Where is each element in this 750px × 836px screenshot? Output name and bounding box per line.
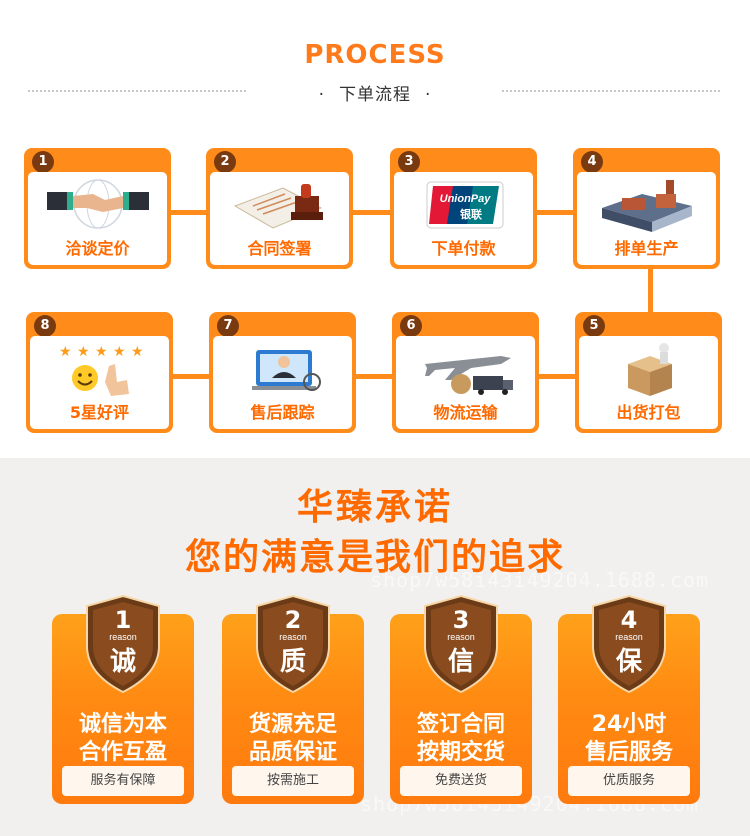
promise-card-3: 3 reason 信 签订合同 按期交货 免费送货	[390, 594, 532, 804]
svg-text:信: 信	[448, 647, 474, 677]
step-label: 出货打包	[616, 403, 681, 422]
svg-text:保: 保	[615, 647, 643, 677]
svg-text:★: ★	[59, 344, 72, 360]
svg-text:reason: reason	[279, 632, 307, 642]
card-line-2: 合作互盈	[78, 740, 167, 765]
divider-left	[28, 90, 246, 92]
shield-badge-icon: 1 reason 诚	[86, 594, 160, 694]
connector-4-5	[648, 268, 653, 314]
airplane-truck-icon	[424, 356, 513, 395]
factory-icon	[601, 180, 692, 232]
shield-badge-icon: 4 reason 保	[592, 594, 666, 694]
step-number: 2	[214, 151, 236, 173]
step-label: 合同签署	[247, 239, 312, 258]
card-footer: 优质服务	[568, 766, 690, 796]
step-number: 4	[581, 151, 603, 173]
promise-card-2: 2 reason 质 货源充足 品质保证 按需施工	[222, 594, 364, 804]
card-line-2: 售后服务	[584, 740, 673, 765]
connector-2-3	[352, 210, 392, 215]
svg-text:★: ★	[95, 344, 108, 360]
svg-text:质: 质	[280, 647, 306, 677]
svg-text:★: ★	[77, 344, 90, 360]
step-3: 3 UnionPay 银联 下单付款	[390, 148, 537, 269]
svg-text:★: ★	[131, 344, 144, 360]
step-label: 排单生产	[614, 239, 679, 258]
card-line-1: 24小时	[591, 712, 667, 737]
connector-7-8	[170, 374, 212, 379]
card-line-1: 货源充足	[248, 712, 337, 737]
promise-title: 华臻承诺	[296, 487, 453, 528]
svg-text:reason: reason	[447, 632, 475, 642]
svg-text:银联: 银联	[460, 207, 482, 221]
card-line-2: 按期交货	[416, 740, 505, 765]
step-4: 4 排单生产	[573, 148, 720, 269]
connector-1-2	[170, 210, 210, 215]
step-5: 5 出货打包	[575, 312, 722, 433]
card-footer: 免费送货	[400, 766, 522, 796]
svg-text:3: 3	[453, 606, 470, 634]
customer-service-icon	[251, 350, 321, 391]
step-label: 物流运输	[433, 403, 498, 422]
step-7: 7 售后跟踪	[209, 312, 356, 433]
svg-text:4: 4	[621, 606, 638, 634]
svg-text:reason: reason	[615, 632, 643, 642]
divider-right	[502, 90, 720, 92]
promise-card-4: 4 reason 保 24小时 售后服务 优质服务	[558, 594, 700, 804]
step-number: 5	[583, 315, 605, 337]
promise-subtitle: 您的满意是我们的追求	[184, 537, 565, 578]
svg-text:诚: 诚	[110, 647, 136, 677]
svg-text:reason: reason	[109, 632, 137, 642]
contract-stamp-icon	[233, 184, 323, 229]
connector-3-4	[537, 210, 577, 215]
unionpay-card-icon: UnionPay 银联	[426, 181, 503, 229]
card-footer: 按需施工	[232, 766, 354, 796]
handshake-icon	[46, 179, 149, 229]
five-star-rating-icon: ★ ★ ★ ★ ★	[59, 344, 144, 396]
step-number: 8	[34, 315, 56, 337]
step-8: 8 ★ ★ ★ ★ ★ 5星好评	[26, 312, 173, 433]
step-label: 洽谈定价	[65, 239, 130, 258]
package-icon	[627, 343, 672, 396]
card-line-1: 签订合同	[416, 712, 505, 737]
page-title: PROCESS	[304, 40, 446, 70]
step-number: 1	[32, 151, 54, 173]
step-2: 2 合同签署	[206, 148, 353, 269]
step-label: 5星好评	[69, 403, 130, 422]
watermark: shop7w58i43i49204.1688.com	[370, 568, 710, 592]
step-label: 下单付款	[431, 239, 496, 258]
step-number: 7	[217, 315, 239, 337]
card-line-1: 诚信为本	[78, 712, 167, 737]
step-6: 6 物流运输	[392, 312, 539, 433]
connector-6-7	[354, 374, 396, 379]
step-label: 售后跟踪	[250, 403, 315, 422]
promise-card-1: 1 reason 诚 诚信为本 合作互盈 服务有保障	[52, 594, 194, 804]
page-subtitle: ·下单流程·	[318, 85, 432, 105]
svg-text:UnionPay: UnionPay	[439, 193, 491, 205]
step-number: 6	[400, 315, 422, 337]
svg-text:1: 1	[115, 606, 132, 634]
card-line-2: 品质保证	[248, 740, 337, 765]
svg-text:★: ★	[113, 344, 126, 360]
card-footer: 服务有保障	[62, 766, 184, 796]
connector-5-6	[537, 374, 579, 379]
shield-badge-icon: 3 reason 信	[424, 594, 498, 694]
step-number: 3	[398, 151, 420, 173]
shield-badge-icon: 2 reason 质	[256, 594, 330, 694]
step-1: 1 洽谈定价	[24, 148, 171, 269]
svg-text:2: 2	[285, 606, 302, 634]
